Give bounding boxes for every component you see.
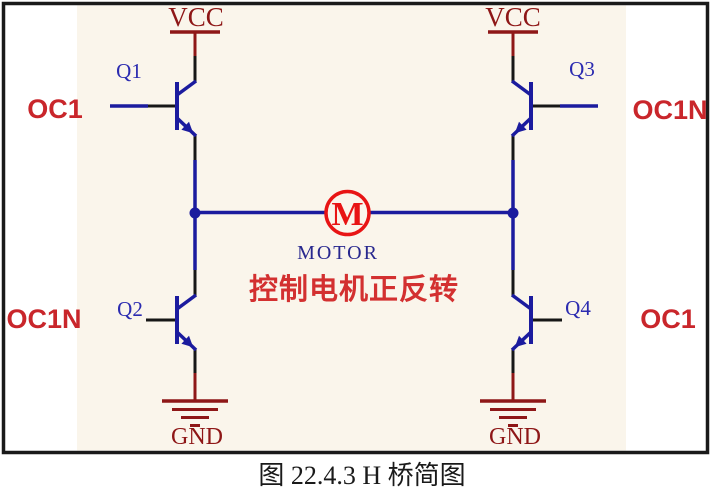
transistor-q3-symbol: [510, 56, 562, 161]
transistor-q4-symbol: [510, 270, 562, 375]
net-label-oc1n-left: OC1N: [6, 304, 81, 334]
junction-dot: [189, 207, 201, 219]
gnd-left-label: GND: [171, 424, 223, 450]
junction-dot: [507, 207, 519, 219]
transistor-q1-symbol: [146, 56, 198, 161]
motor-name-label: MOTOR: [297, 242, 379, 264]
right-column-circuit: [480, 30, 598, 427]
gnd-ground-icon: [162, 373, 228, 427]
vcc-power-icon: [488, 30, 538, 56]
motor-symbol-letter: M: [331, 196, 363, 233]
net-label-oc1-left: OC1: [27, 94, 83, 124]
vcc-left-label: VCC: [168, 2, 224, 32]
transistor-q1-designator: Q1: [116, 59, 142, 83]
transistor-q4-designator: Q4: [565, 296, 591, 320]
motor-direction-annotation: 控制电机正反转: [249, 273, 459, 306]
transistor-q3-designator: Q3: [569, 57, 595, 81]
emitter-arrow-icon: [514, 335, 527, 348]
h-bridge-schematic: M: [110, 30, 598, 427]
figure-caption: 图 22.4.3 H 桥简图: [258, 461, 465, 490]
emitter-arrow-icon: [181, 121, 194, 134]
vcc-power-icon: [170, 30, 220, 56]
net-label-oc1n-right: OC1N: [632, 95, 707, 125]
emitter-arrow-icon: [181, 335, 194, 348]
transistor-q2-designator: Q2: [117, 297, 143, 321]
left-column-circuit: [110, 30, 228, 427]
gnd-right-label: GND: [489, 424, 541, 450]
vcc-right-label: VCC: [485, 2, 541, 32]
gnd-ground-icon: [480, 373, 546, 427]
transistor-q2-symbol: [146, 270, 198, 375]
motor-icon: M: [324, 189, 371, 237]
emitter-arrow-icon: [514, 121, 527, 134]
net-label-oc1-right: OC1: [640, 304, 696, 334]
